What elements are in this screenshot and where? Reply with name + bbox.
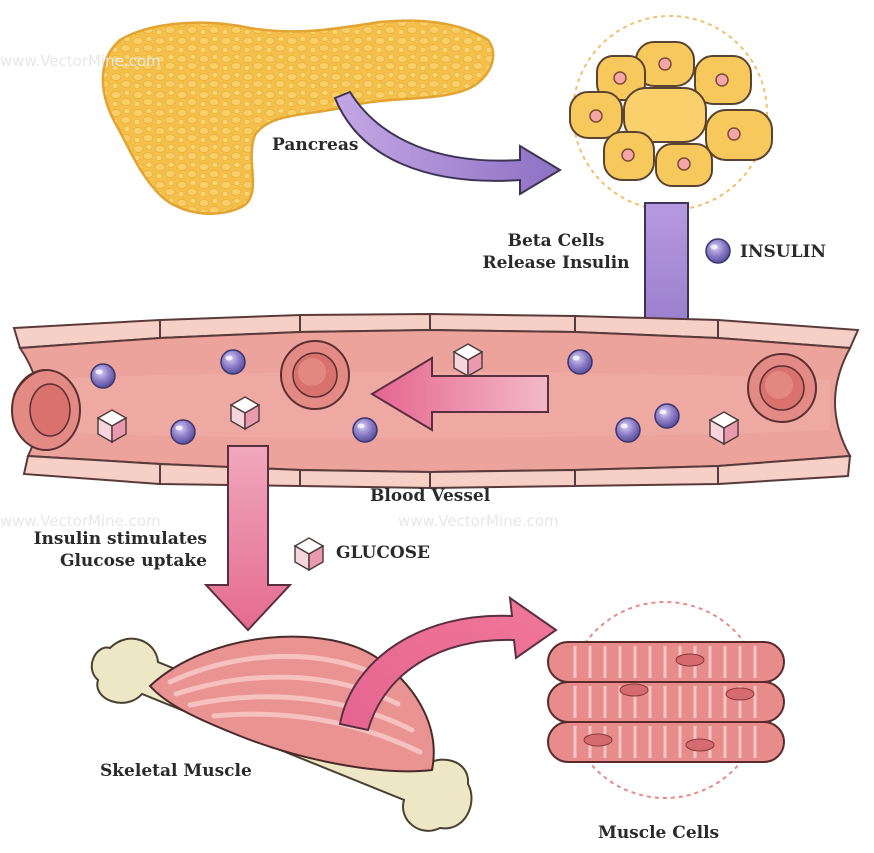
label-insulin-stimulates: Insulin stimulates Glucose uptake xyxy=(2,528,207,572)
vessel-to-muscle-arrow xyxy=(203,445,293,632)
glucose-molecule xyxy=(230,396,260,430)
skeletal-muscle xyxy=(90,635,473,832)
insulin-molecule xyxy=(90,363,116,389)
label-stimulates-line1: Insulin stimulates xyxy=(33,529,207,549)
label-insulin: INSULIN xyxy=(740,242,827,262)
muscle-to-cells-arrow xyxy=(338,595,558,732)
label-muscle-cells: Muscle Cells xyxy=(598,823,720,843)
glucose-molecule xyxy=(97,409,127,443)
insulin-molecule xyxy=(615,417,641,443)
insulin-legend-icon xyxy=(705,238,731,264)
insulin-molecule xyxy=(352,417,378,443)
label-glucose: GLUCOSE xyxy=(336,543,430,563)
pancreas-organ xyxy=(101,19,495,215)
pancreas-to-beta-arrow xyxy=(333,90,562,196)
watermark: www.VectorMine.com xyxy=(0,512,161,530)
insulin-molecule xyxy=(567,349,593,375)
label-beta-cells-line2: Release Insulin xyxy=(482,253,630,273)
insulin-molecule xyxy=(654,403,680,429)
label-blood-vessel: Blood Vessel xyxy=(370,486,491,506)
muscle-cells xyxy=(547,601,785,799)
label-beta-cells: Beta Cells Release Insulin xyxy=(476,230,636,274)
red-blood-cell xyxy=(280,340,350,410)
label-skeletal-muscle: Skeletal Muscle xyxy=(100,761,252,781)
label-beta-cells-line1: Beta Cells xyxy=(507,231,605,251)
glucose-molecule xyxy=(453,343,483,377)
beta-cells-cluster xyxy=(569,15,773,211)
insulin-molecule xyxy=(170,419,196,445)
vessel-flow-arrow xyxy=(370,356,549,432)
label-stimulates-line2: Glucose uptake xyxy=(59,551,207,571)
red-blood-cell xyxy=(11,369,81,451)
red-blood-cell xyxy=(747,353,817,423)
watermark: www.VectorMine.com xyxy=(398,512,559,530)
label-pancreas: Pancreas xyxy=(272,135,359,155)
watermark: www.VectorMine.com xyxy=(0,52,161,70)
insulin-molecule xyxy=(220,349,246,375)
glucose-legend-icon xyxy=(294,537,324,571)
glucose-molecule xyxy=(709,411,739,445)
